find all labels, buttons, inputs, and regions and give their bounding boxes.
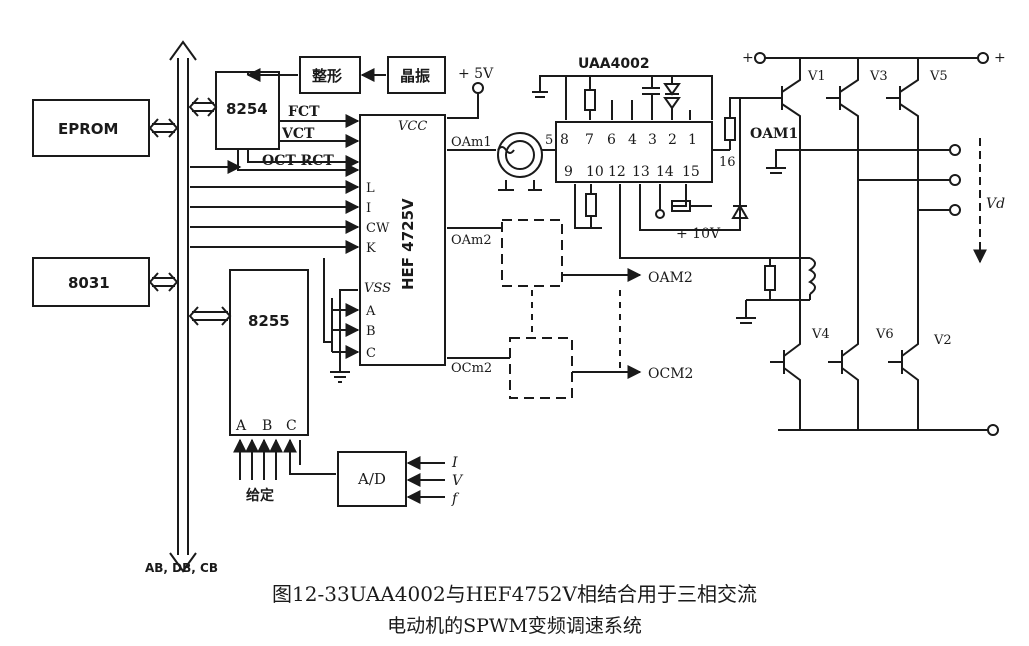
bus-label: AB, DB, CB [145, 561, 218, 575]
transistor-v6 [828, 340, 859, 430]
pin-top-4: 3 [648, 132, 657, 148]
bus-connector-8254 [188, 97, 218, 117]
v2-label: V2 [933, 333, 952, 348]
driver-chip-label: UAA4002 [578, 56, 650, 72]
figure-caption-line1: 图12-33UAA4002与HEF4752V相结合用于三相交流 [272, 582, 757, 606]
transistor-v2 [888, 340, 919, 430]
given-label: 给定 [246, 487, 274, 504]
transistor-v3 [826, 58, 859, 180]
out-ocm2-label: OCM2 [648, 366, 693, 382]
bus-connector-8255 [188, 306, 232, 326]
timer-label: 8254 [226, 100, 268, 118]
pin-i-label: I [366, 201, 371, 216]
vss-pin-label: VSS [364, 281, 391, 296]
bus-connector-eprom [148, 118, 179, 138]
v3-label: V3 [869, 69, 888, 84]
pin-top-1: 7 [585, 132, 594, 148]
oam2-label: OAm2 [451, 233, 492, 248]
plus-left-label: + [742, 50, 754, 66]
adc-input-i-label: I [451, 455, 458, 471]
eprom-label: EPROM [58, 120, 118, 138]
pin-b-label: B [366, 324, 376, 339]
ocm2-label: OCm2 [451, 361, 492, 376]
pin-top-0: 8 [560, 132, 569, 148]
adc-input-v-label: V [452, 473, 464, 489]
pin-5-label: 5 [545, 133, 553, 148]
v5-label: V5 [929, 69, 948, 84]
uaa4002-chip [555, 121, 713, 183]
pin-bottom-0: 9 [564, 164, 573, 180]
adc-input-f-label: f [451, 491, 460, 507]
pin-bottom-1: 10 [586, 164, 604, 180]
plus10v-label: + 10V [676, 226, 721, 242]
pin-l-label: L [366, 181, 375, 196]
plus-right-label: + [994, 50, 1006, 66]
hef4725v-chip [359, 114, 446, 366]
oam1-label: OAm1 [451, 135, 492, 150]
transistor-v5 [886, 58, 919, 210]
figure-caption-line2: 电动机的SPWM变频调速系统 [387, 615, 642, 637]
ppi-port-c-label: C [286, 418, 297, 434]
shaper-label: 整形 [312, 67, 342, 85]
ppi-8255-box [229, 269, 309, 436]
ppi-port-b-label: B [262, 418, 272, 434]
pwm-chip-label: HEF 4725V [399, 198, 417, 290]
crystal-label: 晶振 [400, 67, 430, 85]
oam1-right-label: OAM1 [750, 126, 798, 142]
adc-box [337, 451, 407, 507]
mcu-label: 8031 [68, 274, 110, 292]
crystal-box [387, 56, 446, 94]
ppi-label: 8255 [248, 312, 290, 330]
pulse-transformer [497, 132, 556, 191]
pin-top-5: 2 [668, 132, 677, 148]
vcc-pin-label: VCC [398, 119, 427, 134]
out-oam2-label: OAM2 [648, 270, 693, 286]
ppi-port-a-label: A [235, 418, 247, 434]
oct-rct-label: OCT RCT [262, 153, 334, 169]
plus5v-label: + 5V [458, 66, 494, 82]
shaper-box [299, 56, 361, 94]
pin-bottom-3: 13 [632, 164, 650, 180]
pin-top-2: 6 [607, 132, 616, 148]
pin-top-6: 1 [688, 132, 697, 148]
pin-a-label: A [365, 304, 376, 319]
pin-bottom-4: 14 [656, 164, 674, 180]
vd-label: Vd [986, 196, 1005, 212]
transistor-v4 [770, 340, 801, 430]
pin-16-label: 16 [719, 155, 736, 170]
pin-top-3: 4 [628, 132, 637, 148]
v4-label: V4 [811, 327, 830, 342]
v1-label: V1 [807, 69, 826, 84]
pin-cw-label: CW [366, 221, 390, 236]
system-bus [169, 40, 197, 573]
adc-label: A/D [357, 470, 386, 488]
v6-label: V6 [875, 327, 894, 342]
pin-bottom-5: 15 [682, 164, 700, 180]
pin-k-label: K [366, 241, 376, 256]
fct-label: FCT [288, 104, 320, 120]
vct-label: VCT [281, 126, 315, 142]
pin-bottom-2: 12 [608, 164, 626, 180]
bus-connector-8031 [148, 272, 179, 292]
pin-c-label: C [366, 346, 376, 361]
transistor-v1 [760, 58, 801, 150]
